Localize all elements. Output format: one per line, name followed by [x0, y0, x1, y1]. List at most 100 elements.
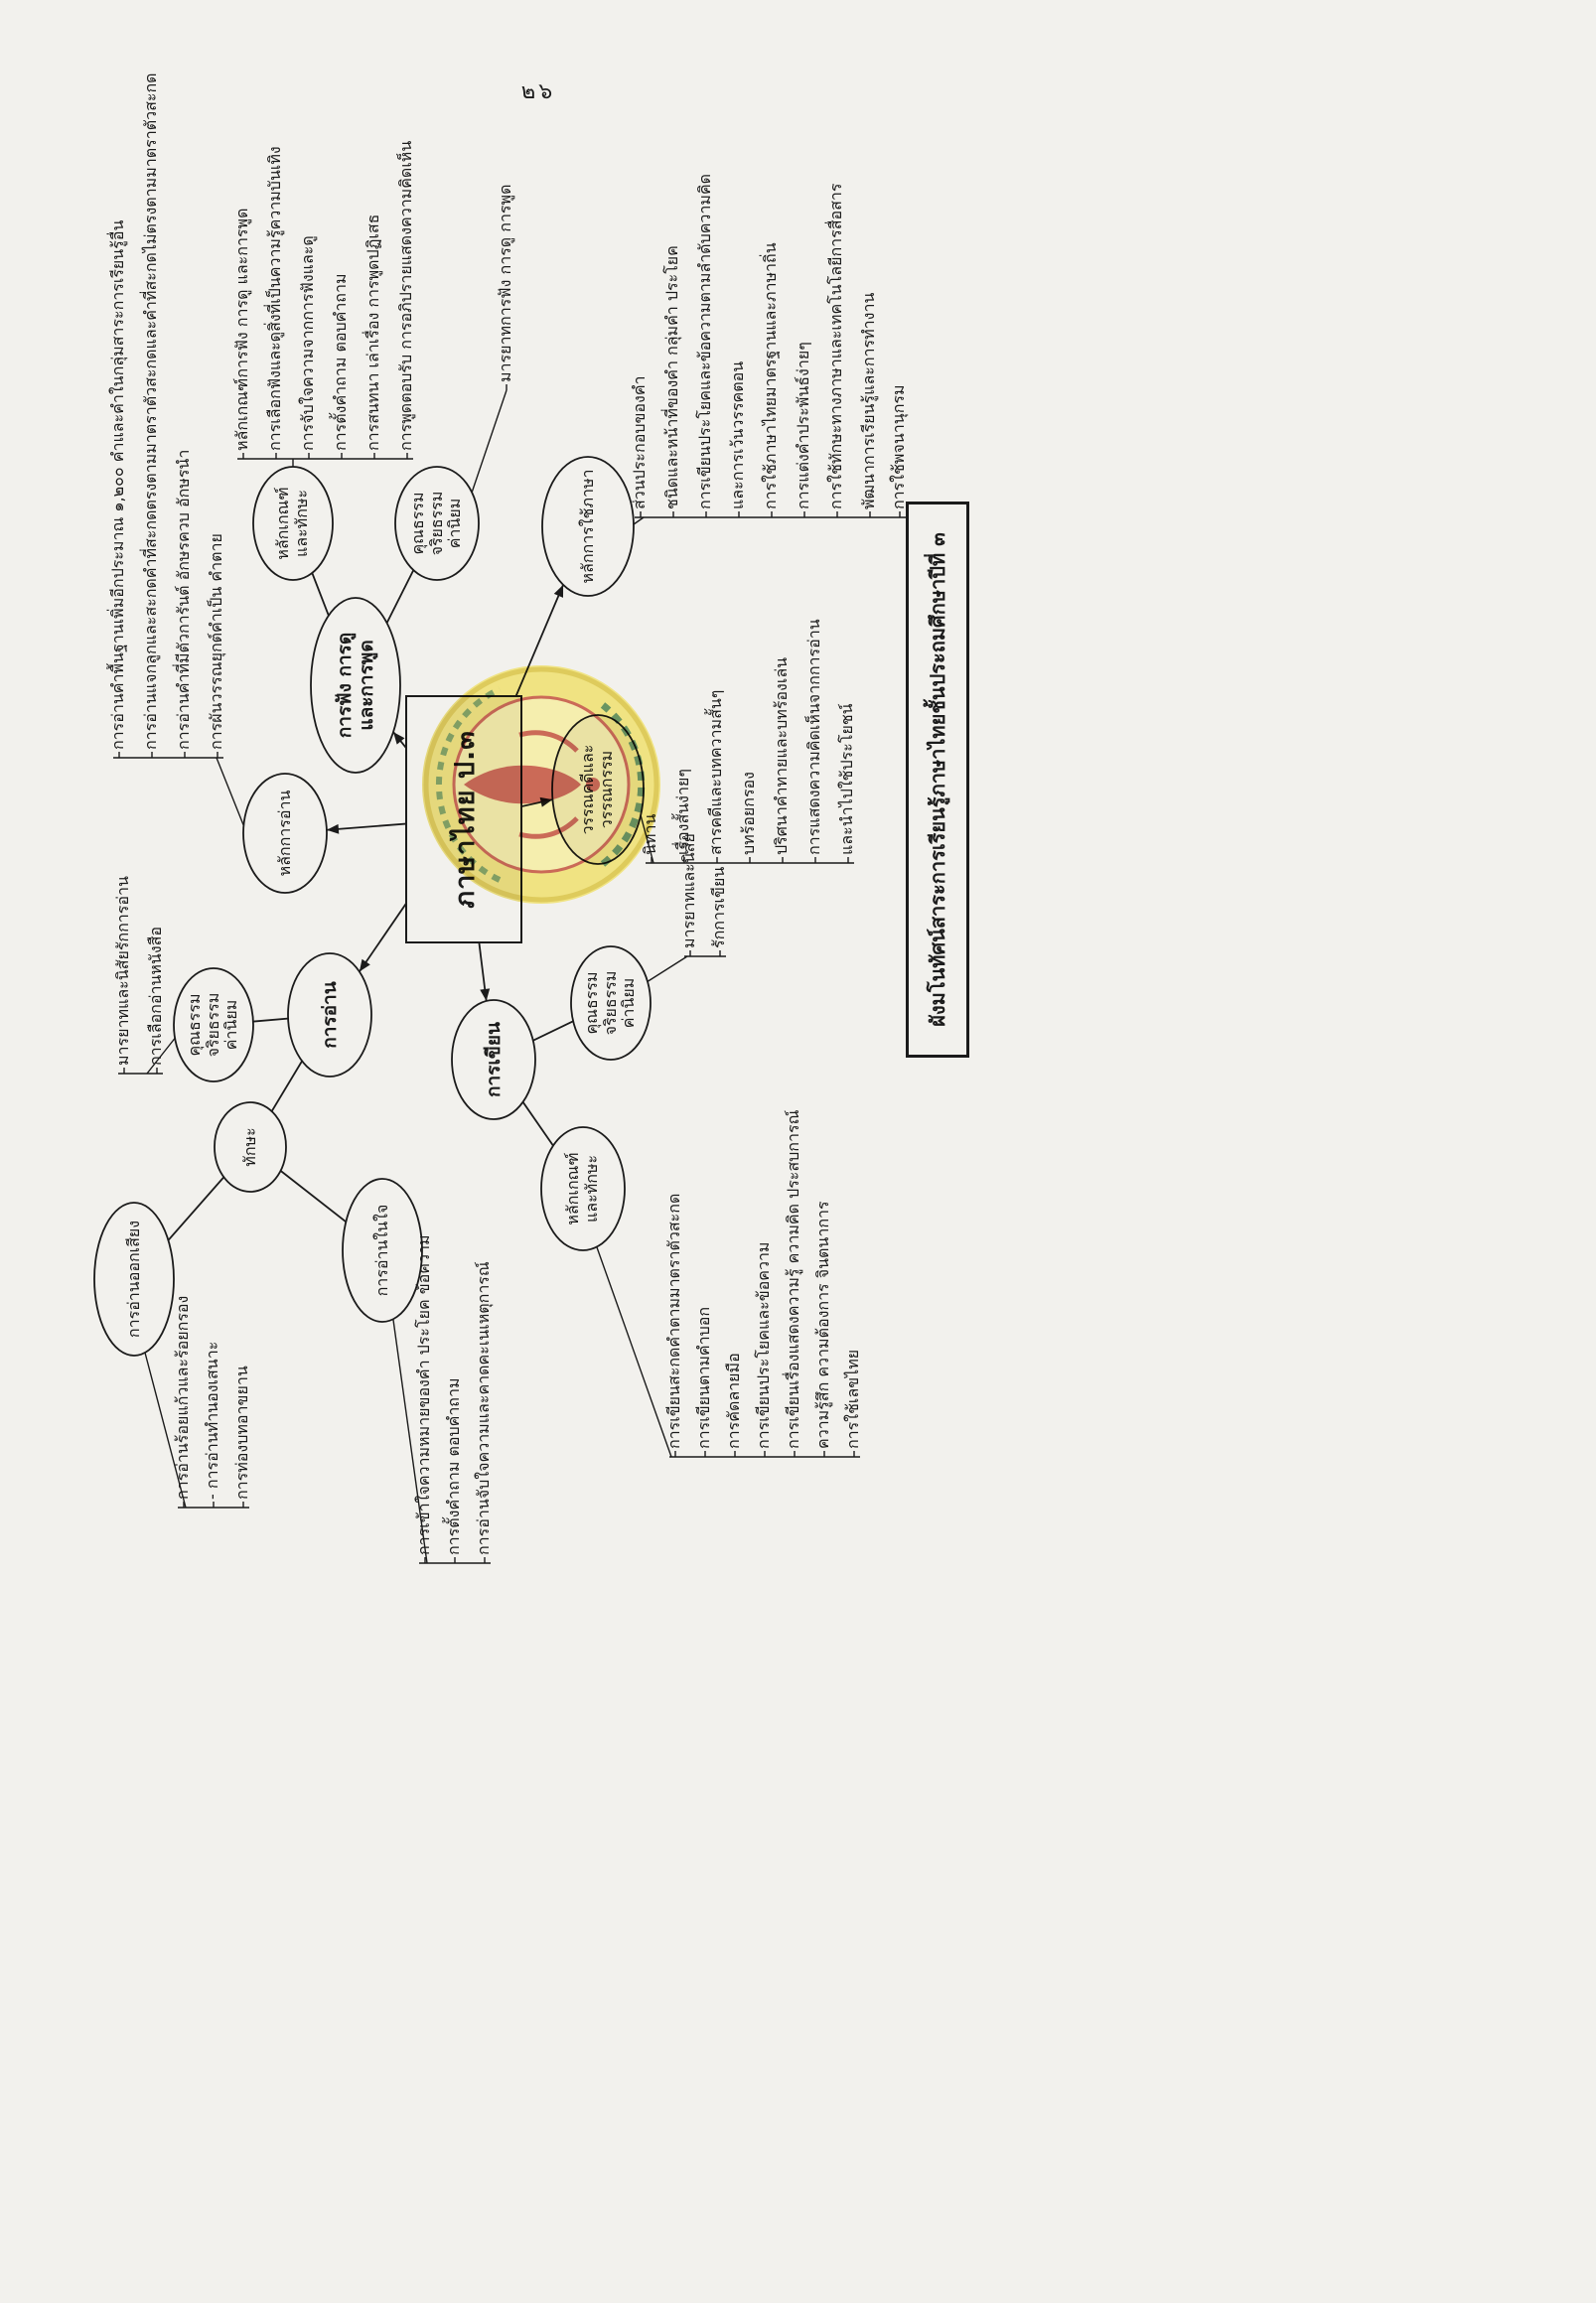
node-label-lak_chai: หลักการใช้ภาษา — [542, 461, 634, 592]
seal-outer-ring — [423, 666, 659, 903]
node-ellipse-khun_khian — [570, 945, 652, 1061]
bracket-connector — [392, 1319, 428, 1564]
leaf-item: - การอ่านทำนองเสนาะ — [203, 1341, 221, 1500]
leaf-item: การใช้ทักษะทางภาษาและเทคโนโลยีการสื่อสาร — [826, 183, 845, 509]
seal-graphic — [422, 665, 660, 904]
leaf-item: การท่องบทอาขยาน — [232, 1366, 251, 1500]
bracket-connector — [596, 1246, 672, 1458]
node-label-line: ค่านิยม — [619, 977, 639, 1029]
leaf-item: การอ่านคำพื้นฐานเพิ่มอีกประมาณ ๑,๒๐๐ คำแ… — [108, 219, 127, 750]
node-ellipse-aan — [287, 952, 372, 1078]
leaf-item: และนำไปใช้ประโยชน์ — [837, 703, 856, 855]
node-label-aan_ok_siang: การอ่านออกเสียง — [94, 1207, 174, 1352]
node-label-khian: การเขียน — [452, 1004, 535, 1115]
arrowhead — [553, 584, 564, 598]
leaf-item: มารยาทและนิสัยรักการอ่าน — [113, 876, 132, 1066]
leaf-item: การเขียนประโยคและข้อความตามลำดับความคิด — [695, 173, 714, 509]
bracket-connector — [146, 1035, 178, 1075]
leaf-item: บทร้อยกรอง — [739, 772, 758, 855]
arrowhead — [359, 958, 370, 972]
leaf-item: ปริศนาคำทายและบทร้องเล่น — [772, 656, 791, 855]
node-label-line: ทักษะ — [239, 1127, 259, 1167]
leaf-item: มารยาทการฟัง การดู การพูด — [496, 184, 514, 382]
leaf-item: การเขียนประโยคและข้อความ — [754, 1241, 773, 1449]
arrowhead — [480, 988, 491, 1001]
node-ellipse-lak_aan — [242, 773, 328, 894]
node-label-line: คุณธรรม จริยธรรม — [407, 491, 446, 556]
node-label-line: และการพูด — [356, 640, 377, 731]
leaf-item: การเขียนสะกดคำตามมาตราตัวสะกด — [664, 1193, 683, 1449]
node-label-line: หลักเกณฑ์ — [563, 1152, 583, 1225]
leaf-item: การแต่งคำประพันธ์ง่ายๆ — [794, 342, 812, 509]
leaf-item: การตั้งคำถาม ตอบคำถาม — [444, 1377, 463, 1555]
leaf-item: หลักเกณฑ์การฟัง การดู และการพูด — [232, 208, 251, 451]
node-label-khun_aan: คุณธรรม จริยธรรมค่านิยม — [174, 972, 253, 1078]
leaf-item: การตั้งคำถาม ตอบคำถาม — [331, 273, 350, 451]
leaf-item: ส่วนประกอบของคำ — [630, 375, 649, 509]
node-label-khun_khian: คุณธรรม จริยธรรมค่านิยม — [571, 950, 651, 1056]
seal-flourish-left — [518, 816, 579, 839]
leaf-item: และการเว้นวรรคตอน — [728, 360, 747, 509]
node-ellipse-khun_aan — [173, 967, 254, 1082]
node-label-line: คุณธรรม จริยธรรม — [581, 970, 620, 1036]
seal-upper-text-arc — [435, 686, 502, 883]
seal-sema-emblem — [464, 765, 581, 804]
node-ellipse-lakken_khian — [540, 1126, 626, 1251]
node-ellipse-thaksa — [214, 1101, 287, 1193]
node-ellipse-khun_fang — [394, 466, 480, 581]
leaf-item: ชนิดและหน้าที่ของคำ กลุ่มคำ ประโยค — [662, 245, 681, 509]
node-label-line: หลักการใช้ภาษา — [577, 469, 597, 584]
leaf-item: การอ่านคำที่มีตัวการันต์ อักษรควบ อักษรน… — [174, 449, 193, 750]
arrowhead — [393, 732, 405, 745]
leaf-item: การอ่านร้อยแก้วและร้อยกรอง — [173, 1295, 192, 1500]
leaf-item: รักการเขียน — [709, 866, 728, 948]
leaf-item: การใช้เลขไทย — [843, 1349, 862, 1449]
leaf-item: ความรู้สึก ความต้องการ จินตนาการ — [813, 1201, 832, 1449]
node-ellipse-khian — [451, 999, 536, 1120]
leaf-item: การเขียนตามคำบอก — [694, 1306, 713, 1449]
leaf-item: การอ่านแจกลูกและสะกดคำที่สะกดตรงตามมาตรา… — [141, 72, 160, 750]
node-label-line: การอ่านในใจ — [371, 1204, 391, 1297]
node-ellipse-lak_chai — [541, 456, 635, 597]
ministry-of-education-seal-watermark — [412, 655, 670, 914]
leaf-item: การเลือกอ่านหนังสือ — [146, 926, 165, 1066]
page-number: ๒๖ — [520, 79, 556, 104]
seal-flourish-right — [518, 730, 579, 753]
bracket-connector — [468, 389, 508, 503]
bracket-connector — [633, 516, 645, 525]
leaf-item: การเข้าใจความหมายของคำ ประโยค ข้อความ — [414, 1234, 433, 1555]
leaf-item: การเขียนเรื่องแสดงความรู้ ความคิด ประสบก… — [784, 1109, 802, 1449]
leaf-item: การแสดงความคิดเห็นจากการอ่าน — [804, 619, 823, 855]
leaf-item: การผันวรรณยุกต์คำเป็น คำตาย — [207, 533, 225, 750]
leaf-item: พัฒนาการเรียนรู้และการทำงาน — [859, 292, 878, 509]
leaf-item: การใช้พจนานุกรม — [889, 384, 908, 509]
node-label-fang: การฟัง การดูและการพูด — [311, 602, 400, 769]
node-label-lakken_fang: หลักเกณฑ์และทักษะ — [253, 471, 333, 576]
leaf-item: สารคดีและบทความสั้นๆ — [706, 689, 725, 855]
leaf-item: การอ่านจับใจความและคาดคะเนเหตุการณ์ — [474, 1261, 493, 1555]
node-label-line: การอ่านออกเสียง — [123, 1220, 143, 1339]
node-label-khun_fang: คุณธรรม จริยธรรมค่านิยม — [395, 471, 479, 576]
node-label-line: หลักเกณฑ์ — [273, 487, 293, 560]
node-label-line: คุณธรรม จริยธรรม — [184, 992, 222, 1058]
leaf-item: การจับใจความจากการฟังและดู — [298, 235, 317, 451]
node-label-line: และทักษะ — [292, 489, 311, 558]
node-label-line: การฟัง การดู — [333, 632, 356, 739]
node-label-lakken_khian: หลักเกณฑ์และทักษะ — [541, 1131, 625, 1246]
leaf-item: การสนทนา เล่าเรื่อง การพูดปฏิเสธ — [363, 214, 382, 451]
node-label-aan_nai_jai: การอ่านในใจ — [343, 1183, 422, 1318]
node-label-line: และทักษะ — [582, 1154, 601, 1223]
node-label-line: ค่านิยม — [445, 498, 465, 549]
leaf-item: การเลือกฟังและดูสิ่งที่เป็นความรู้ความบั… — [265, 146, 284, 451]
leaf-item: การใช้ภาษาไทยมาตรฐานและภาษาถิ่น — [761, 242, 780, 509]
bracket-lines — [113, 384, 906, 1564]
leaf-item: การพูดตอบรับ การอภิปรายแสดงความคิดเห็น — [396, 140, 415, 451]
bracket-connector — [144, 1352, 187, 1509]
node-label-lak_aan: หลักการอ่าน — [243, 778, 327, 889]
node-label-line: ค่านิยม — [221, 999, 241, 1051]
leaf-item: การคัดลายมือ — [724, 1353, 743, 1449]
seal-emblem-dot — [586, 778, 600, 792]
node-ellipse-lakken_fang — [252, 466, 334, 581]
